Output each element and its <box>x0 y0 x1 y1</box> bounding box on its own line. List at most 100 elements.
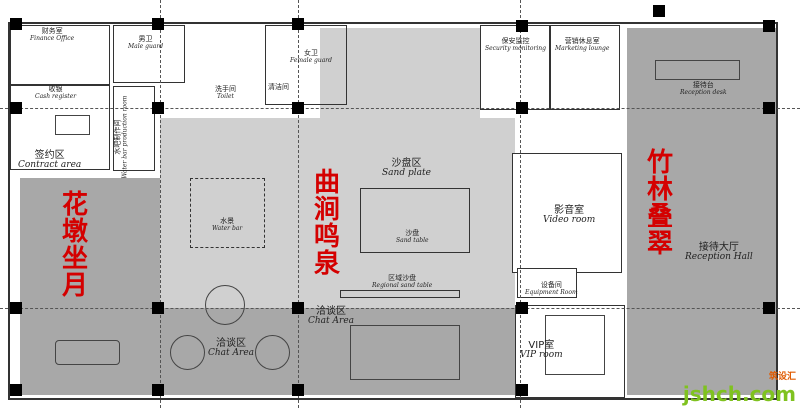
watermark-text: jshch.com <box>682 382 796 406</box>
column <box>10 302 22 314</box>
label-en: Chat Area <box>308 316 355 326</box>
column <box>10 102 22 114</box>
grid-axis <box>160 0 161 408</box>
vip-sofa-set <box>545 315 605 375</box>
grid-axis <box>520 0 521 408</box>
cash-room <box>10 85 110 170</box>
column <box>763 302 775 314</box>
label-en: Security monitoring <box>485 44 546 52</box>
sand-table <box>360 188 470 253</box>
water-feature <box>190 178 265 248</box>
grid-axis <box>0 108 800 109</box>
column <box>516 384 528 396</box>
label-en: Marketing lounge <box>555 44 610 52</box>
contract-table <box>55 340 120 365</box>
label-en: Equipment Room <box>525 288 578 296</box>
cleaning-label: 清洁间 <box>268 83 289 92</box>
zone-title-center: 曲涧鸣泉 <box>313 168 340 279</box>
label-cn: 保安监控 <box>501 37 530 45</box>
label-cn: 洽谈区 <box>316 306 347 317</box>
label-cn: 收银 <box>48 85 63 93</box>
label-en: Water bar production room <box>121 95 129 179</box>
female-wc-room <box>265 25 347 105</box>
column <box>10 18 22 30</box>
label-cn: 沙盘 <box>405 229 420 237</box>
label-en: Reception Hall <box>685 252 753 262</box>
label-en: Female guard <box>290 56 333 64</box>
label-en: Finance Office <box>30 34 75 42</box>
water-bar-room <box>113 86 155 171</box>
column <box>292 302 304 314</box>
regional-sand-table <box>340 290 460 298</box>
male-wc-room <box>113 25 185 83</box>
label-cn: 洽谈区 <box>216 338 247 349</box>
zone-title-right: 竹林叠翠 <box>646 148 673 259</box>
label-en: Male guard <box>128 42 164 50</box>
label-cn: 清洁间 <box>268 83 289 91</box>
column <box>152 384 164 396</box>
label-cn: 沙盘区 <box>391 158 422 169</box>
label-en: Chat Area <box>208 348 255 358</box>
label-cn: 签约区 <box>34 150 65 161</box>
reception-hall-zone <box>627 28 777 395</box>
label-cn: 接待台 <box>692 81 714 89</box>
column <box>653 5 665 17</box>
cash-counter <box>55 115 90 135</box>
column <box>763 20 775 32</box>
column <box>292 384 304 396</box>
label-en: Cash register <box>35 92 77 100</box>
vip-room <box>515 305 625 398</box>
label-en: VIP room <box>520 350 563 360</box>
label-cn: 水景 <box>220 217 235 225</box>
label-cn: 女卫 <box>304 49 319 57</box>
outer-wall <box>8 22 778 400</box>
zone-title-left: 花墩坐月 <box>61 190 88 301</box>
label-en: Toilet <box>217 92 234 100</box>
label-en: Regional sand table <box>372 281 433 289</box>
sand-plate-zone <box>160 118 515 308</box>
watermark-sub: 筑设汇 <box>768 372 796 382</box>
column <box>516 302 528 314</box>
chat-table <box>170 335 205 370</box>
label-en: Water bar <box>212 224 243 232</box>
chat-table <box>205 285 245 325</box>
label-cn: 财务室 <box>41 27 63 35</box>
chat-table <box>255 335 290 370</box>
label-cn: 接待大厅 <box>698 242 739 253</box>
label-cn: 设备间 <box>540 281 562 289</box>
label-en: Reception desk <box>680 88 727 96</box>
reception-desk <box>655 60 740 80</box>
marketing-room <box>550 25 620 110</box>
grid-axis <box>0 308 800 309</box>
column <box>292 18 304 30</box>
column <box>152 18 164 30</box>
label-cn: 洗手间 <box>215 85 236 93</box>
column <box>152 102 164 114</box>
column <box>516 20 528 32</box>
chat-sofa-set <box>350 325 460 380</box>
label-cn: 区域沙盘 <box>388 274 417 282</box>
column <box>152 302 164 314</box>
finance-room <box>10 25 110 85</box>
label-en: Video room <box>543 215 596 225</box>
label-cn: 营销休息室 <box>564 37 600 45</box>
